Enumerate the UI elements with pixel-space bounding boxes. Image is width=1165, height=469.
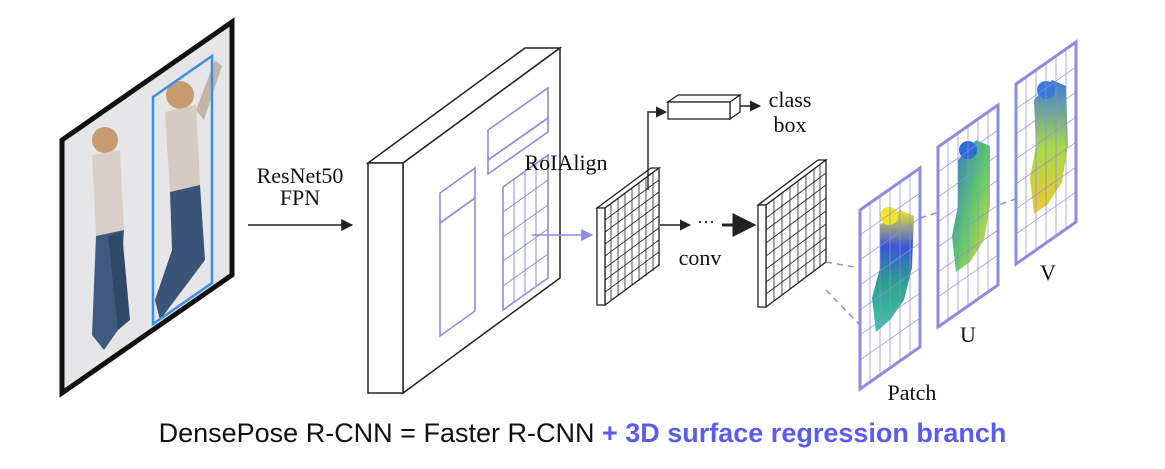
caption-highlight: + 3D surface regression branch [601,418,1007,448]
patch-label: Patch [888,380,937,405]
backbone-label-resnet: ResNet50 [257,163,344,188]
box-label: box [774,112,807,137]
v-label: V [1040,260,1056,285]
class-box-arrow-line [647,106,668,190]
backbone-label-fpn: FPN [280,185,320,210]
conv-label: conv [679,245,722,270]
diagram-caption: DensePose R-CNN = Faster R-CNN + 3D surf… [0,418,1165,449]
caption-prefix: DensePose R-CNN = Faster R-CNN [158,418,602,448]
conv-feature-cube [756,158,828,309]
roialign-label: RoIAlign [524,150,607,175]
u-output-map [936,102,1000,330]
fc-layer-box [665,93,743,121]
person-left-figure [92,127,130,350]
person-right-figure [155,60,222,320]
ellipsis-label: ··· [697,212,715,232]
u-label: U [960,322,976,347]
feature-map-block [365,46,563,395]
roi-cube-grid [604,173,660,301]
conv-cube-grid [765,164,827,301]
class-label: class [769,87,812,112]
v-output-map [1014,39,1078,267]
region-proposals [439,86,549,338]
roi-feature-cube [595,166,661,307]
detection-bounding-box [151,53,214,327]
patch-output-map [858,165,922,392]
input-image [59,17,235,398]
roi-grid [502,153,549,312]
